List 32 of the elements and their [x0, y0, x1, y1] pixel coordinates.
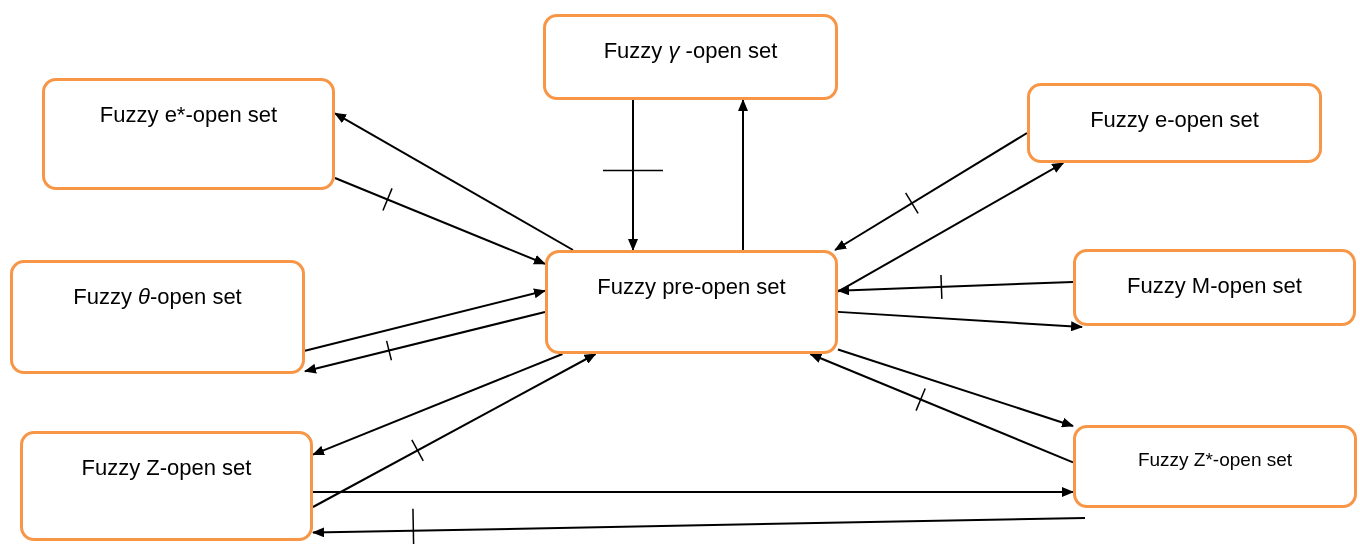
arrow	[738, 99, 748, 251]
process-box	[42, 78, 335, 190]
node-label: Fuzzy pre-open set	[597, 273, 786, 301]
process-box	[1073, 249, 1356, 326]
arrow	[834, 132, 1028, 251]
arrow	[312, 353, 564, 456]
node-label: Fuzzy M-open set	[1127, 272, 1302, 300]
node-label: Fuzzy Z-open set	[81, 454, 252, 482]
arrow	[837, 281, 1074, 296]
arrow	[312, 353, 597, 508]
arrow	[809, 353, 1074, 464]
arrow	[837, 310, 1083, 332]
process-box	[545, 250, 838, 354]
process-box	[10, 260, 305, 374]
process-box	[20, 431, 313, 541]
arrow	[312, 487, 1074, 497]
node-label: Fuzzy e-open set	[1090, 106, 1259, 134]
node-label: Fuzzy θ-open set	[73, 283, 242, 311]
arrow	[334, 177, 546, 265]
process-box	[1073, 425, 1357, 508]
arrow	[837, 348, 1074, 428]
arrow	[334, 112, 574, 251]
arrow	[304, 288, 546, 352]
node-label: Fuzzy γ -open set	[603, 37, 778, 65]
node-label: Fuzzy Z*-open set	[1137, 448, 1293, 472]
arrow	[628, 99, 638, 251]
arrow	[312, 517, 1086, 538]
arrow	[837, 162, 1065, 293]
arrow	[304, 311, 546, 374]
node-label: Fuzzy e*-open set	[99, 101, 278, 129]
process-box	[543, 14, 838, 100]
process-box	[1027, 83, 1322, 163]
